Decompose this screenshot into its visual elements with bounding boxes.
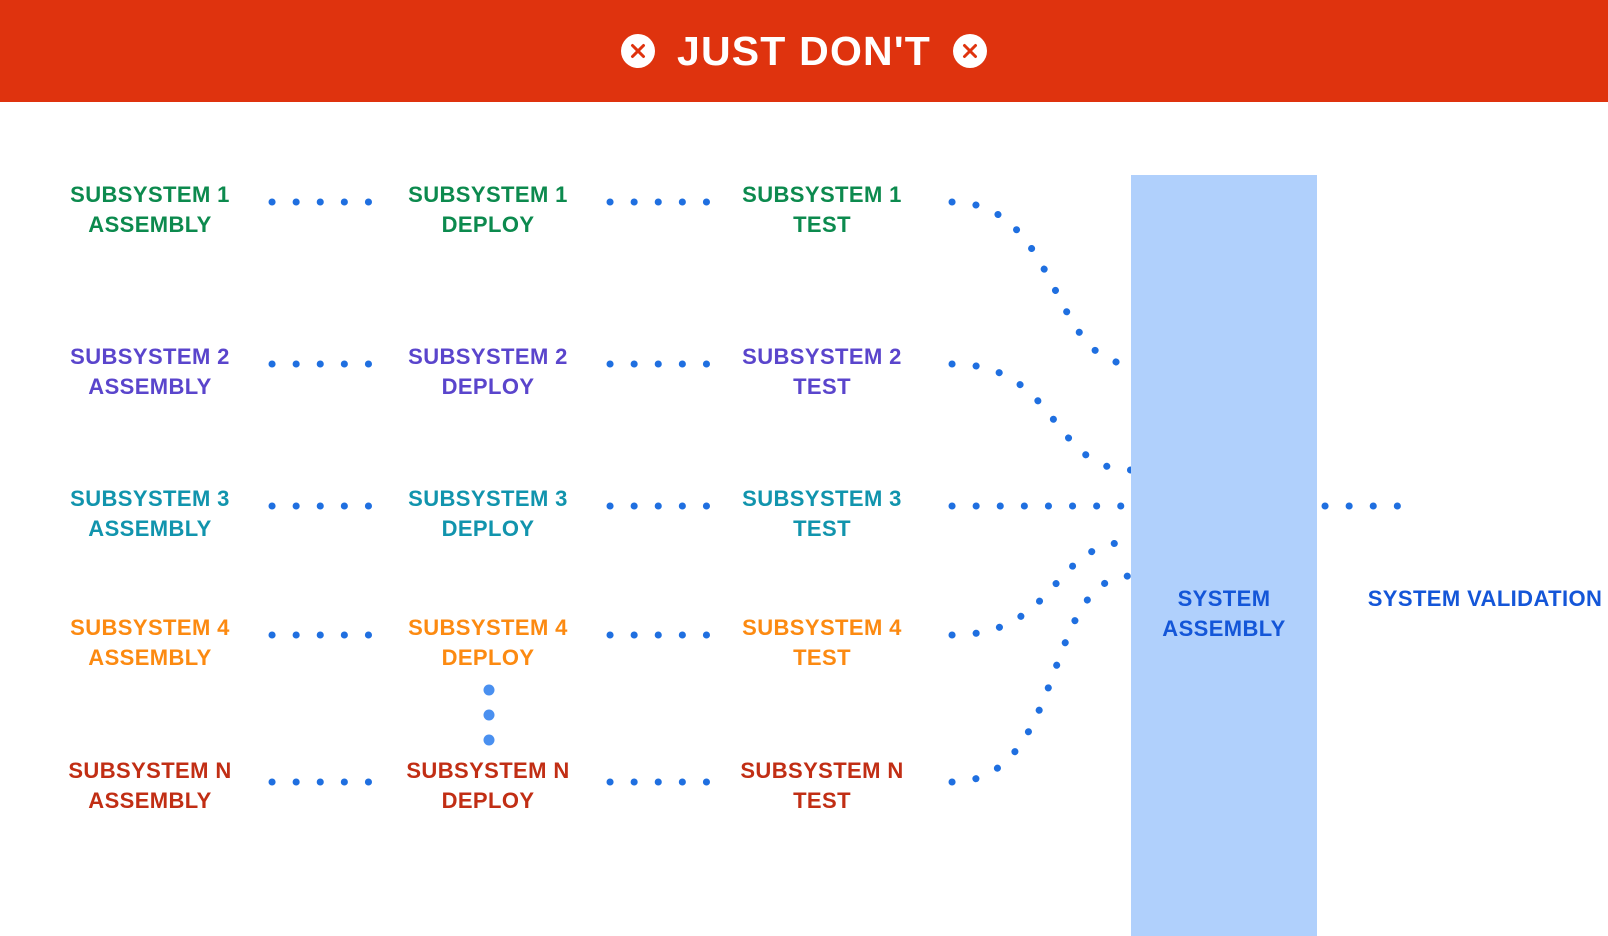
connector-subsystem-1-to-assembly [948,198,1135,368]
node-subsystem-1-deploy: SUBSYSTEM 1 DEPLOY [408,182,568,238]
system-assembly-box [1131,175,1317,936]
pipeline-diagram: SYSTEM ASSEMBLY SYSTEM VALIDATION SUBSYS… [0,102,1608,936]
node-subsystem-3-assembly: SUBSYSTEM 3 ASSEMBLY [70,486,230,542]
node-subsystem-1-assembly: SUBSYSTEM 1 ASSEMBLY [70,182,230,238]
node-subsystem-n-assembly: SUBSYSTEM N ASSEMBLY [68,758,232,814]
ellipsis-dot [483,734,495,746]
banner: JUST DON'T [0,0,1608,102]
node-subsystem-4-deploy: SUBSYSTEM 4 DEPLOY [408,615,568,671]
node-subsystem-3-deploy: SUBSYSTEM 3 DEPLOY [408,486,568,542]
node-subsystem-3-test: SUBSYSTEM 3 TEST [742,486,902,542]
connector-subsystem-2-to-assembly [948,360,1135,474]
node-subsystem-4-assembly: SUBSYSTEM 4 ASSEMBLY [70,615,230,671]
banner-title: JUST DON'T [676,27,932,74]
node-subsystem-1-test: SUBSYSTEM 1 TEST [742,182,902,238]
x-circle-icon [953,34,988,68]
node-subsystem-n-test: SUBSYSTEM N TEST [740,758,904,814]
node-subsystem-2-assembly: SUBSYSTEM 2 ASSEMBLY [70,344,230,400]
connector-subsystem-n-to-assembly [948,572,1135,786]
connector-subsystem-4-to-assembly [948,538,1135,639]
system-assembly-label: SYSTEM ASSEMBLY [1162,586,1286,642]
ellipsis-dot [483,709,495,721]
node-subsystem-2-deploy: SUBSYSTEM 2 DEPLOY [408,344,568,400]
node-subsystem-n-deploy: SUBSYSTEM N DEPLOY [406,758,570,814]
x-circle-icon [620,34,655,68]
vertical-ellipsis [483,684,495,746]
node-subsystem-2-test: SUBSYSTEM 2 TEST [742,344,902,400]
ellipsis-dot [483,684,495,696]
node-subsystem-4-test: SUBSYSTEM 4 TEST [742,615,902,671]
system-validation-label: SYSTEM VALIDATION [1367,586,1603,611]
